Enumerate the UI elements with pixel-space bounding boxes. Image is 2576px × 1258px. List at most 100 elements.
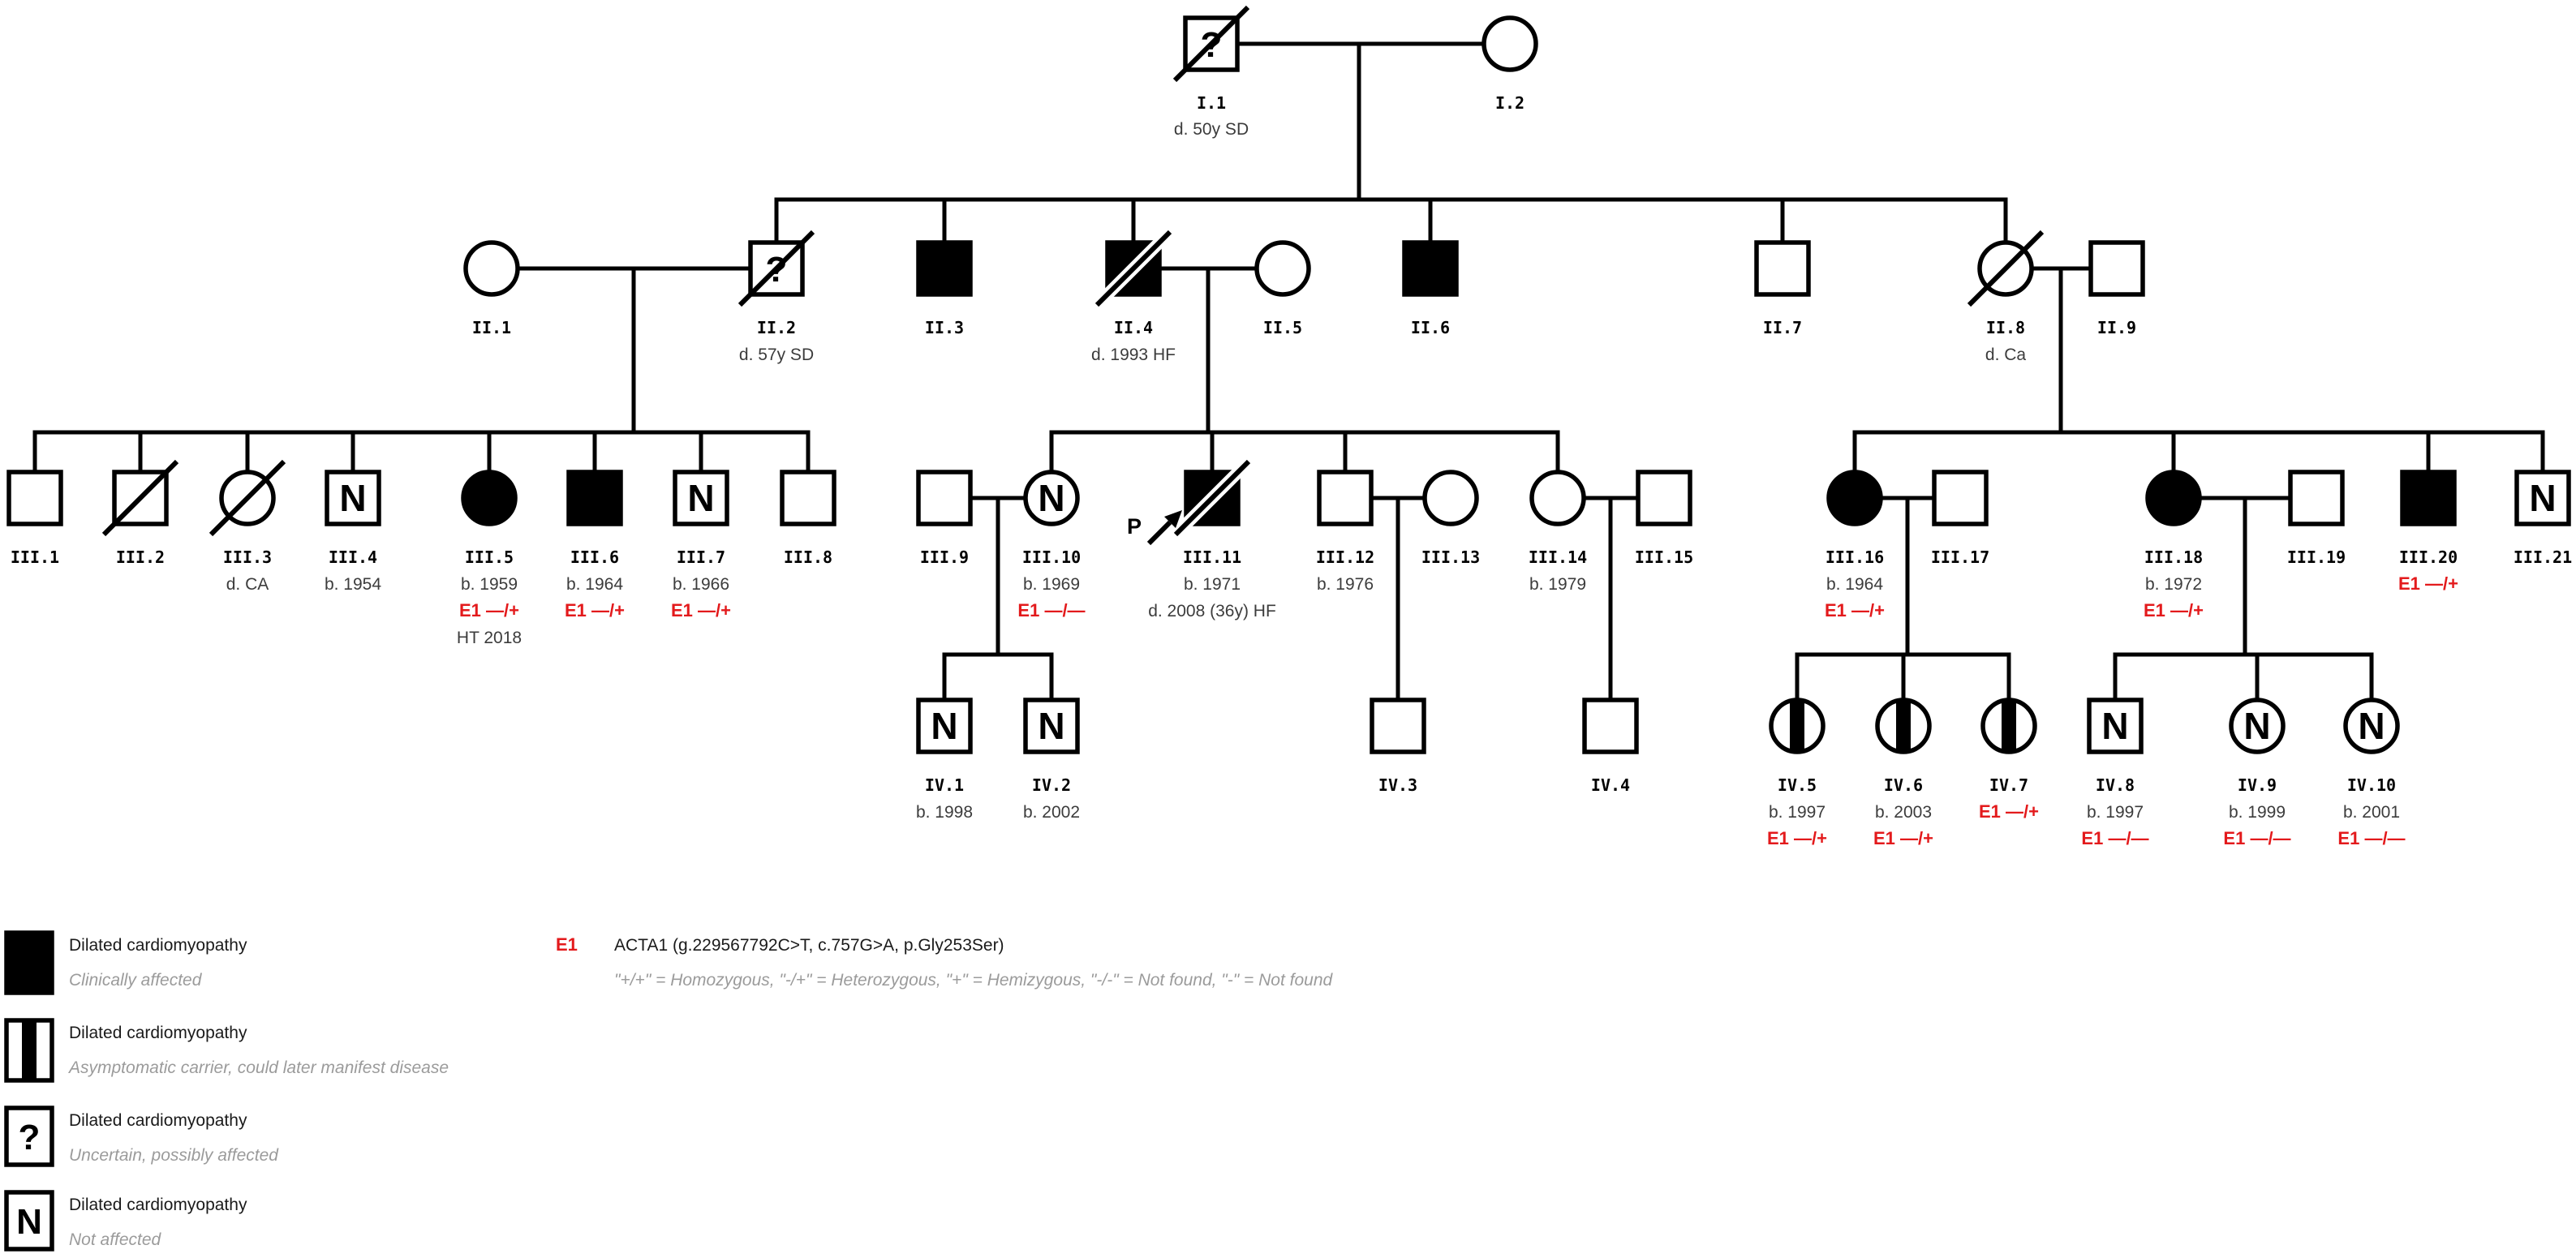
female-symbol xyxy=(463,240,520,297)
individual-id: I.2 xyxy=(1495,93,1525,113)
individual-III15: III.15 xyxy=(1635,470,1693,567)
individual-III17: III.17 xyxy=(1931,470,1989,567)
individual-id: IV.7 xyxy=(1989,775,2028,795)
genotype-label: E1 —/+ xyxy=(565,600,625,620)
individual-IV8: N IV.8 b. 1997 E1 —/— xyxy=(2081,698,2149,848)
generation-I: ? I.1 d. 50y SD I.2 xyxy=(1172,5,1538,139)
individual-III13: III.13 xyxy=(1421,470,1480,567)
birth-note: b. 1979 xyxy=(1529,575,1586,594)
female-symbol-not-affected xyxy=(1023,470,1080,526)
legend: Dilated cardiomyopathy Clinically affect… xyxy=(4,930,1334,1252)
not-affected-glyph: N xyxy=(339,477,366,519)
male-symbol-not-affected xyxy=(325,470,381,526)
individual-II4: II.4 d. 1993 HF xyxy=(1091,227,1176,364)
individual-IV3: IV.3 xyxy=(1370,698,1426,795)
uncertain-glyph: ? xyxy=(19,1118,41,1157)
individual-id: III.4 xyxy=(329,547,377,567)
individual-id: II.9 xyxy=(2097,318,2136,337)
birth-note: b. 2002 xyxy=(1023,803,1080,822)
individual-III11: P III.11 b. 1971 d. 2008 (36y) HF xyxy=(1127,457,1276,620)
death-note: d. 1993 HF xyxy=(1091,346,1176,364)
individual-I2: I.2 xyxy=(1482,15,1538,113)
individual-id: II.5 xyxy=(1263,318,1302,337)
male-symbol-not-affected xyxy=(916,698,973,754)
individual-id: III.5 xyxy=(465,547,514,567)
birth-note: b. 1971 xyxy=(1184,575,1241,594)
individual-II5: II.5 xyxy=(1254,240,1311,337)
deceased-slash xyxy=(1967,230,2045,307)
individual-id: III.9 xyxy=(920,547,969,567)
not-affected-symbol-icon xyxy=(4,1190,54,1252)
genotype-label: E1 —/+ xyxy=(671,600,731,620)
female-symbol-affected xyxy=(461,470,518,526)
female-symbol-not-affected xyxy=(2343,698,2400,754)
legend-item-title: Dilated cardiomyopathy xyxy=(69,936,247,955)
birth-note: b. 2003 xyxy=(1875,803,1932,822)
legend-variant: E1 ACTA1 (g.229567792C>T, c.757G>A, p.Gl… xyxy=(556,934,1334,990)
legend-item-title: Dilated cardiomyopathy xyxy=(69,1111,247,1130)
individual-id: III.14 xyxy=(1529,547,1587,567)
birth-note: b. 1998 xyxy=(916,803,973,822)
genotype-label: E1 —/— xyxy=(2081,828,2148,848)
individual-II9: II.9 xyxy=(2088,240,2145,337)
birth-note: b. 1976 xyxy=(1317,575,1374,594)
birth-note: b. 1964 xyxy=(566,575,623,594)
individual-id: II.3 xyxy=(925,318,964,337)
genotype-label: E1 —/— xyxy=(2223,828,2290,848)
individual-id: III.6 xyxy=(570,547,619,567)
individual-id: IV.9 xyxy=(2238,775,2277,795)
generation-IV: N IV.1 b. 1998 N IV.2 b. 2002 IV.3 IV.4 … xyxy=(916,698,2406,848)
individual-id: II.2 xyxy=(757,318,796,337)
birth-note: b. 1999 xyxy=(2229,803,2286,822)
legend-item-desc: Uncertain, possibly affected xyxy=(69,1146,279,1165)
individual-II6: II.6 xyxy=(1402,240,1459,337)
individual-I1: ? I.1 d. 50y SD xyxy=(1172,5,1250,139)
not-affected-glyph: N xyxy=(2101,705,2128,747)
legend-item-not-affected: N Dilated cardiomyopathy Not affected xyxy=(4,1190,247,1252)
male-symbol-affected xyxy=(916,240,973,297)
female-symbol xyxy=(1422,470,1479,526)
individual-id: IV.3 xyxy=(1378,775,1417,795)
individual-id: III.7 xyxy=(677,547,725,567)
individual-II2: ? II.2 d. 57y SD xyxy=(738,230,815,364)
birth-note: b. 1997 xyxy=(1769,803,1826,822)
affected-symbol-icon xyxy=(4,930,54,995)
individual-III21: N III.21 xyxy=(2514,470,2572,567)
generation-III: III.1 III.2 III.3 d. CA N III.4 b. 1954 … xyxy=(6,457,2572,647)
individual-III18: III.18 b. 1972 E1 —/+ xyxy=(2144,470,2204,620)
uncertain-symbol-icon xyxy=(4,1106,54,1167)
individual-id: II.6 xyxy=(1411,318,1450,337)
individual-III2: III.2 xyxy=(101,459,179,567)
birth-note: b. 1954 xyxy=(325,575,381,594)
female-symbol-affected xyxy=(1826,470,1883,526)
not-affected-glyph: N xyxy=(931,705,957,747)
male-symbol xyxy=(1370,698,1426,754)
birth-note: b. 1964 xyxy=(1826,575,1883,594)
individual-III16: III.16 b. 1964 E1 —/+ xyxy=(1825,470,1885,620)
genotype-label: E1 —/+ xyxy=(459,600,519,620)
individual-id: I.1 xyxy=(1197,93,1226,113)
legend-item-affected: Dilated cardiomyopathy Clinically affect… xyxy=(4,930,247,995)
individual-id: III.18 xyxy=(2144,547,2203,567)
individual-IV9: N IV.9 b. 1999 E1 —/— xyxy=(2223,698,2291,848)
birth-note: b. 2001 xyxy=(2343,803,2400,822)
individual-III5: III.5 b. 1959 E1 —/+ HT 2018 xyxy=(457,470,522,647)
deceased-slash xyxy=(738,230,815,307)
individual-id: III.20 xyxy=(2399,547,2458,567)
individual-id: III.2 xyxy=(116,547,165,567)
individual-id: III.1 xyxy=(11,547,59,567)
individual-id: III.16 xyxy=(1826,547,1884,567)
deceased-slash xyxy=(101,459,179,537)
not-affected-glyph: N xyxy=(16,1202,42,1242)
individual-id: IV.10 xyxy=(2347,775,2396,795)
birth-note: b. 1972 xyxy=(2145,575,2202,594)
genotype-label: E1 —/— xyxy=(1017,600,1085,620)
male-symbol xyxy=(1582,698,1639,754)
legend-item-desc: Not affected xyxy=(69,1230,162,1249)
variant-key: "+/+" = Homozygous, "-/+" = Heterozygous… xyxy=(614,971,1334,990)
genotype-label: E1 —/+ xyxy=(1979,801,2039,822)
male-symbol xyxy=(1932,470,1989,526)
individual-id: III.13 xyxy=(1421,547,1480,567)
male-symbol xyxy=(916,470,973,526)
